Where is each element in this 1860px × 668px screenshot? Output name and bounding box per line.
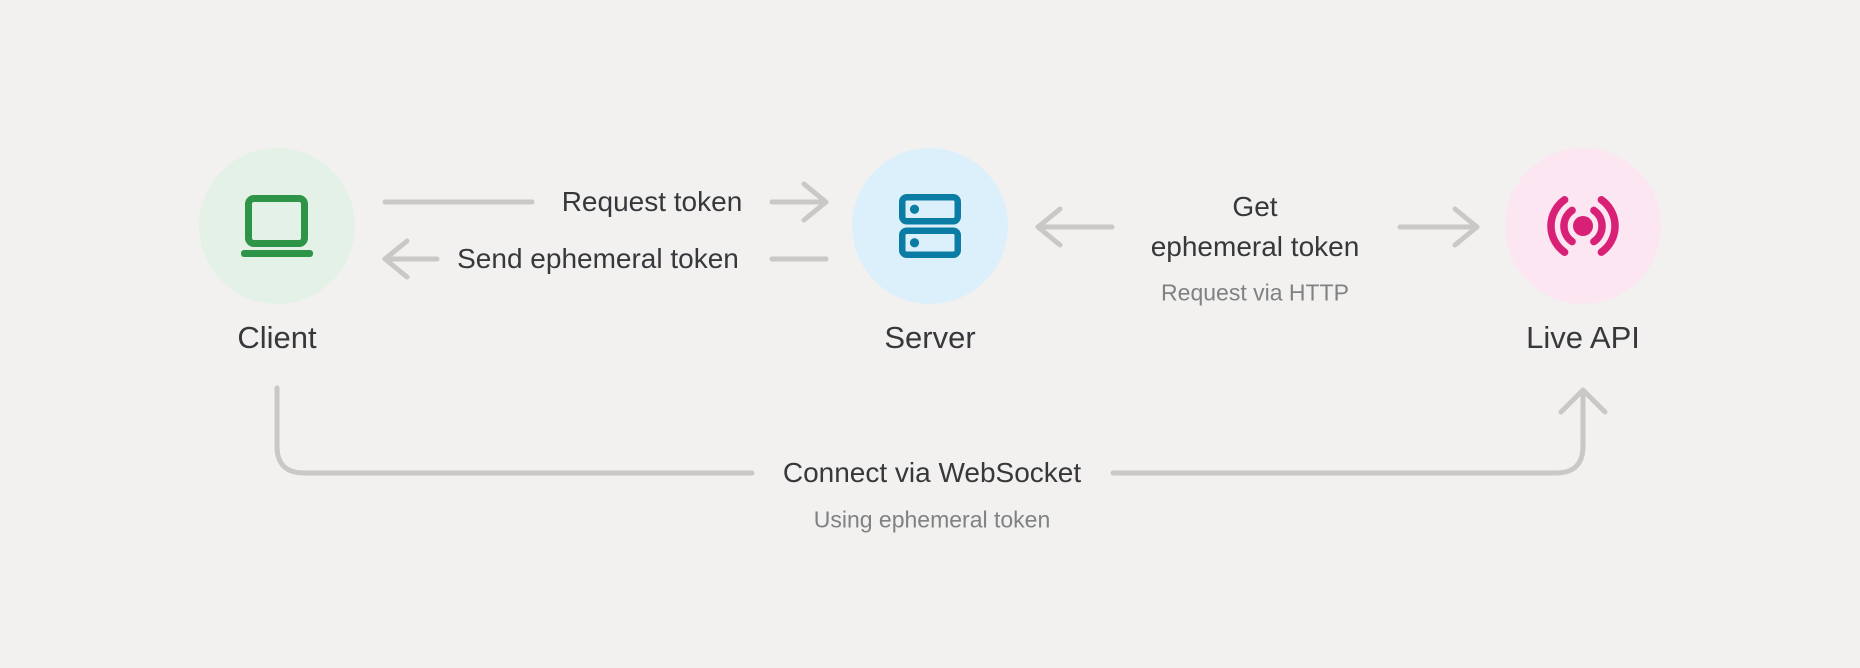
client-circle [199,148,355,304]
send-ephemeral-token-label: Send ephemeral token [457,243,739,274]
server-node: Server [820,148,1040,355]
live-api-label: Live API [1526,320,1640,355]
live-broadcast-icon [1547,196,1619,256]
get-ephemeral-token-label-line2: ephemeral token [1150,231,1360,262]
client-label: Client [237,320,317,355]
server-label: Server [884,320,976,355]
server-rack-icon [899,194,961,258]
laptop-icon [241,195,313,257]
using-ephemeral-token-sublabel: Using ephemeral token [813,506,1051,533]
get-ephemeral-token-label: Get ephemeral token [1151,187,1360,267]
get-ephemeral-token-arrow [1035,206,1480,248]
live-api-node: Live API [1473,148,1693,355]
send-ephemeral-token-arrow [382,238,829,280]
request-token-arrow [382,181,829,223]
server-circle [852,148,1008,304]
request-token-label: Request token [561,186,743,217]
get-ephemeral-token-label-line1: Get [1232,191,1278,222]
request-via-http-sublabel: Request via HTTP [1161,279,1349,306]
connect-websocket-arrow [274,385,1608,476]
live-api-circle [1505,148,1661,304]
client-node: Client [167,148,387,355]
connect-websocket-label: Connect via WebSocket [782,457,1082,488]
